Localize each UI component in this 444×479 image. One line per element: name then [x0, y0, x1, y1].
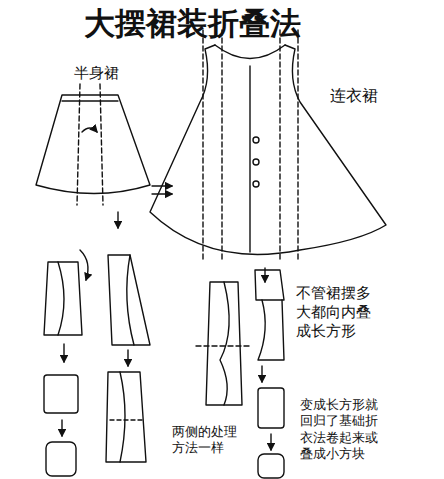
step-arrow — [63, 344, 64, 362]
folded-skirt — [106, 372, 146, 462]
step-arrow — [127, 350, 128, 366]
step-arrow — [261, 366, 262, 382]
fold-line — [196, 345, 252, 346]
fold-line — [279, 30, 280, 262]
fold-line — [110, 419, 144, 420]
fold-edge — [58, 262, 64, 335]
skirt-outline — [36, 95, 150, 194]
fold-line — [297, 30, 298, 262]
fold-line — [221, 30, 222, 262]
garment-label: 半身裙 — [74, 64, 119, 83]
step-arrow — [61, 420, 62, 436]
dress-neckline — [215, 45, 285, 59]
fold-edge — [220, 282, 229, 405]
button — [253, 159, 259, 165]
fold-edge — [258, 300, 284, 360]
note: 变成长方形就回归了基础折衣法卷起来或叠成小方块 — [300, 397, 382, 462]
dress-placket — [249, 66, 250, 252]
fold-arrow — [82, 128, 97, 132]
folded-skirt — [108, 255, 150, 345]
folded-square — [258, 388, 284, 428]
folded-square — [44, 375, 78, 413]
button — [253, 137, 259, 143]
rolled-skirt — [46, 442, 76, 476]
fold-line — [77, 84, 80, 205]
step-arrow — [270, 434, 271, 450]
fold-arrow — [152, 185, 172, 186]
fold-edge — [127, 255, 134, 345]
fold-edge — [120, 372, 125, 462]
note: 两侧的处理方法一样 — [172, 424, 240, 457]
fold-line — [202, 30, 203, 262]
note: 不管裙摆多大都向内叠成长方形 — [296, 284, 374, 340]
title: 大摆裙装折叠法 — [84, 4, 301, 43]
rolled-dress — [258, 454, 284, 478]
garment-label: 连衣裙 — [330, 86, 378, 106]
folded-skirt — [44, 262, 82, 335]
folded-dress — [206, 282, 242, 405]
fold-line — [100, 84, 103, 205]
fold-arrow — [152, 193, 172, 194]
skirt-waistband — [62, 100, 118, 101]
fold-arrow — [80, 250, 88, 280]
dress-outline — [150, 45, 386, 254]
step-arrow — [117, 212, 118, 228]
folded-dress — [255, 270, 284, 300]
button — [253, 181, 259, 187]
